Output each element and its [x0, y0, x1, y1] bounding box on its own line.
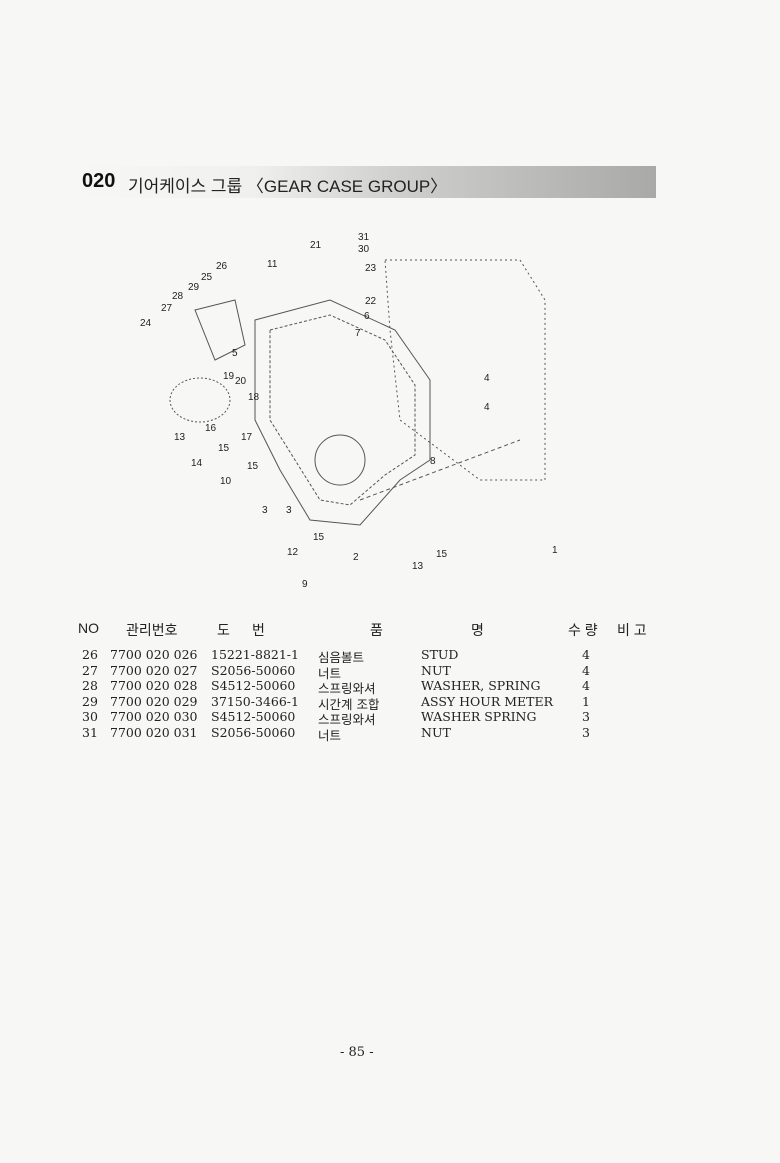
col-header-name-b: 명 [471, 622, 484, 638]
callout-27: 27 [161, 303, 173, 314]
row-english-name: WASHER SPRING [421, 709, 537, 724]
callout-16: 16 [205, 423, 217, 434]
callout-15: 15 [218, 443, 230, 454]
row-qty: 4 [582, 678, 590, 693]
row-no: 26 [82, 647, 98, 662]
row-drawing-no: S2056-50060 [211, 724, 296, 740]
row-no: 28 [82, 678, 98, 693]
row-drawing-no: 37150-3466-1 [211, 693, 299, 709]
callout-2: 2 [353, 552, 359, 563]
col-header-name-a: 품 [370, 622, 383, 638]
row-mgmt-no: 7700 020 031 [110, 724, 198, 740]
callout-13: 13 [174, 432, 186, 443]
callout-17: 17 [241, 432, 253, 443]
row-qty: 3 [582, 709, 590, 724]
callout-21: 21 [310, 240, 322, 251]
row-qty: 1 [582, 693, 590, 709]
callout-23: 23 [365, 263, 377, 274]
table-row: 26 7700 020 026 15221-8821-1 심음볼트 STUD 4 [0, 647, 780, 665]
row-mgmt-no: 7700 020 029 [110, 693, 198, 709]
row-english-name: NUT [421, 662, 451, 678]
col-header-mgmt: 관리번호 [126, 622, 178, 638]
row-drawing-no: S4512-50060 [211, 678, 296, 693]
row-korean-name: 심음볼트 [318, 650, 365, 665]
page-number: - 85 - [340, 1045, 374, 1060]
row-english-name: NUT [421, 724, 451, 740]
col-header-remarks: 비 고 [617, 622, 647, 638]
table-row: 29 7700 020 029 37150-3466-1 시간계 조합 ASSY HOU… [0, 693, 780, 712]
pulley [169, 377, 231, 423]
table-row: 31 7700 020 031 S2056-50060 너트 NUT 3 [0, 724, 780, 743]
callout-22: 22 [365, 296, 377, 307]
row-no: 27 [82, 662, 98, 678]
callout-18: 18 [248, 392, 260, 403]
callout-4: 4 [484, 402, 490, 413]
row-korean-name: 스프링와셔 [318, 681, 376, 696]
row-mgmt-no: 7700 020 027 [110, 662, 198, 678]
row-korean-name: 스프링와셔 [318, 712, 376, 727]
callout-6: 6 [364, 311, 370, 322]
col-header-drawing-a: 도 [217, 622, 230, 638]
callout-28: 28 [172, 291, 184, 302]
table-row: 28 7700 020 028 S4512-50060 스프링와셔 WASHER, SP… [0, 678, 780, 696]
callout-20: 20 [235, 376, 247, 387]
callout-15: 15 [313, 532, 325, 543]
callout-7: 7 [355, 328, 361, 339]
callout-30: 30 [358, 244, 370, 255]
row-mgmt-no: 7700 020 028 [110, 678, 198, 693]
callout-5: 5 [232, 348, 238, 359]
row-qty: 4 [582, 647, 590, 662]
section-title-bar [80, 166, 656, 198]
guide-line [359, 439, 521, 501]
row-no: 30 [82, 709, 98, 724]
row-drawing-no: 15221-8821-1 [211, 647, 299, 662]
callout-15: 15 [436, 549, 448, 560]
callout-14: 14 [191, 458, 203, 469]
col-header-qty: 수 량 [568, 622, 598, 638]
callout-19: 19 [223, 371, 235, 382]
callout-12: 12 [287, 547, 299, 558]
callout-26: 26 [216, 261, 228, 272]
gear-case-outline [254, 299, 431, 526]
callout-3: 3 [262, 505, 268, 516]
callout-4: 4 [484, 373, 490, 384]
col-header-no: NO [78, 620, 99, 636]
row-english-name: ASSY HOUR METER [421, 693, 554, 709]
callout-8: 8 [430, 456, 436, 467]
section-number: 020 [82, 170, 116, 192]
row-no: 29 [82, 693, 98, 709]
callout-9: 9 [302, 579, 308, 590]
engine-block-outline [384, 259, 546, 481]
row-korean-name: 너트 [318, 665, 342, 681]
callout-24: 24 [140, 318, 152, 329]
section-title: 기어케이스 그룹 〈GEAR CASE GROUP〉 [128, 177, 448, 196]
row-korean-name: 시간계 조합 [318, 696, 380, 712]
callout-31: 31 [358, 232, 370, 243]
row-mgmt-no: 7700 020 026 [110, 647, 198, 662]
col-header-drawing-b: 번 [252, 622, 265, 638]
row-english-name: STUD [421, 647, 459, 662]
row-drawing-no: S2056-50060 [211, 662, 296, 678]
callout-10: 10 [220, 476, 232, 487]
row-mgmt-no: 7700 020 030 [110, 709, 198, 724]
callout-25: 25 [201, 272, 213, 283]
table-row: 30 7700 020 030 S4512-50060 스프링와셔 WASHER SPR… [0, 709, 780, 727]
callout-29: 29 [188, 282, 200, 293]
row-qty: 4 [582, 662, 590, 678]
row-drawing-no: S4512-50060 [211, 709, 296, 724]
row-no: 31 [82, 724, 98, 740]
range-parent: 1 [552, 545, 558, 556]
callout-13: 13 [412, 561, 424, 572]
callout-11: 11 [267, 259, 278, 270]
row-korean-name: 너트 [318, 727, 342, 743]
callout-15: 15 [247, 461, 259, 472]
hour-meter-bracket [194, 299, 246, 361]
row-qty: 3 [582, 724, 590, 740]
table-row: 27 7700 020 027 S2056-50060 너트 NUT 4 [0, 662, 780, 681]
gear-case-inner [269, 314, 416, 506]
row-english-name: WASHER, SPRING [421, 678, 541, 693]
callout-3: 3 [286, 505, 292, 516]
seal-ring [314, 434, 366, 486]
